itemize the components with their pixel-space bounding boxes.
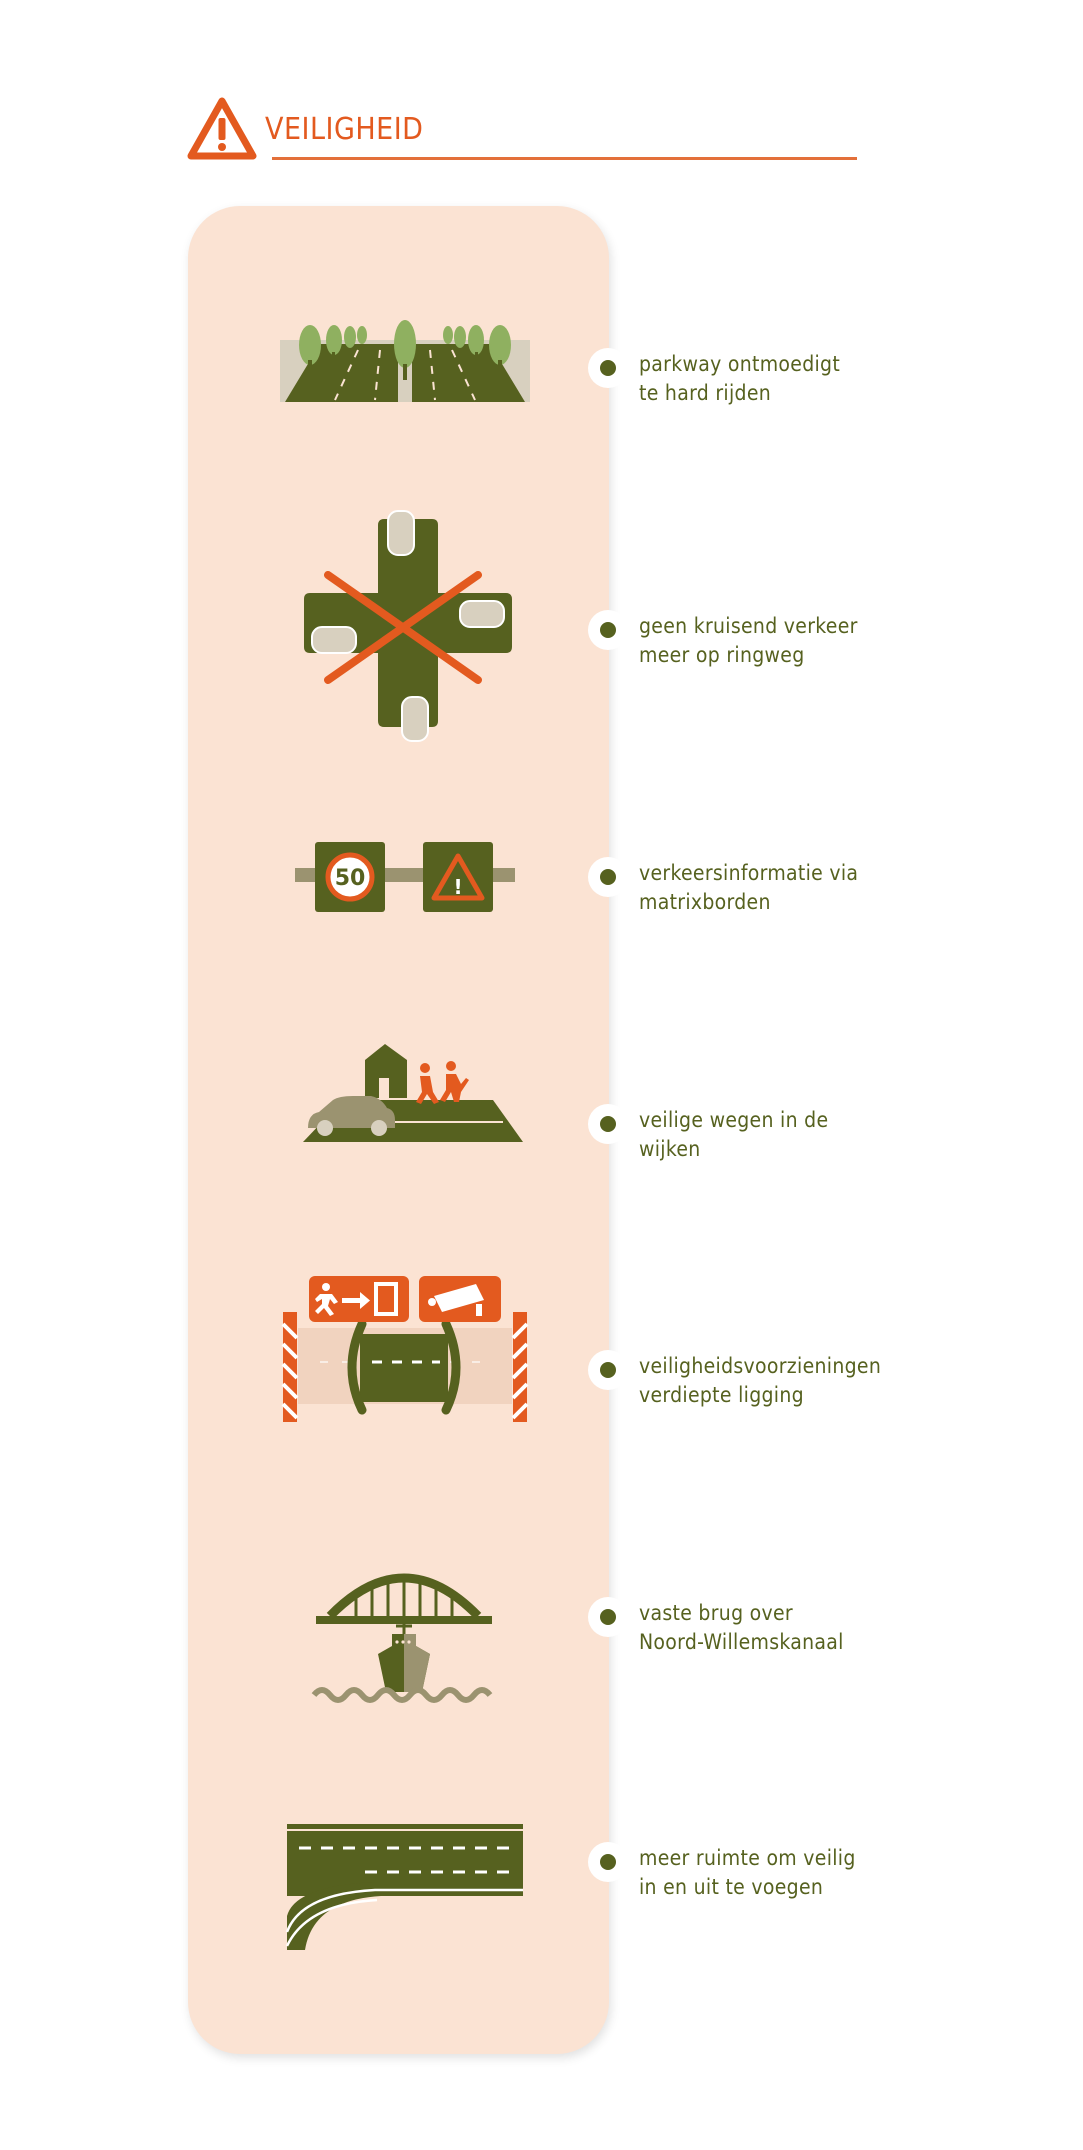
- svg-text:50: 50: [335, 866, 366, 891]
- feature-bullet: [588, 857, 628, 897]
- feature-bullet: [588, 1842, 628, 1882]
- fixed-bridge-ship-icon: [311, 1573, 493, 1703]
- svg-text:!: !: [453, 875, 462, 899]
- feature-bullet: [588, 1104, 628, 1144]
- matrix-signs-icon: 50 !: [295, 842, 515, 912]
- parkway-trees-icon: [280, 320, 530, 402]
- warning-triangle-icon: [187, 97, 257, 160]
- title-underline: [272, 157, 857, 160]
- page-title: VEILIGHEID: [265, 112, 424, 147]
- feature-bullet: [588, 348, 628, 388]
- feature-bullet: [588, 1597, 628, 1637]
- section-header: VEILIGHEID: [187, 96, 857, 166]
- no-crossing-traffic-icon: [304, 510, 512, 742]
- safe-neighbourhood-road-icon: [303, 1044, 523, 1142]
- merging-lanes-icon: [285, 1824, 523, 1950]
- feature-bullet: [588, 1350, 628, 1390]
- tunnel-safety-icon: [281, 1276, 529, 1422]
- feature-bullet: [588, 610, 628, 650]
